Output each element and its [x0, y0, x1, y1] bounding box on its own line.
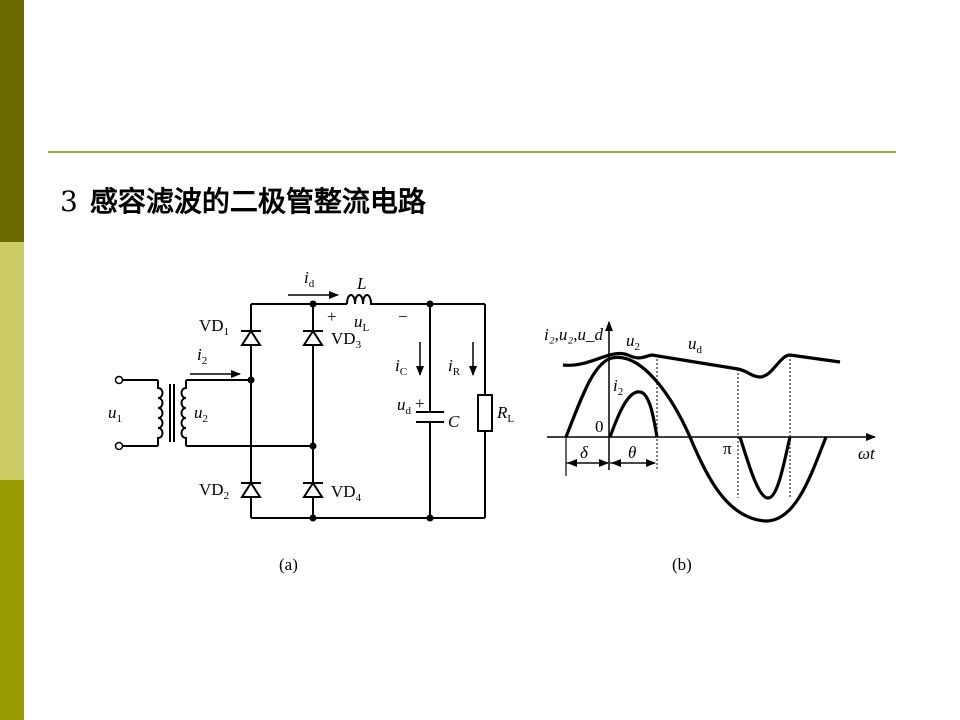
caption-a: (a) — [279, 555, 298, 574]
input-terminal-bottom — [114, 441, 124, 451]
title-divider — [48, 151, 896, 153]
dimension-marks — [565, 437, 656, 476]
capacitor-label: C — [448, 412, 460, 431]
diode-vd4 — [302, 481, 324, 498]
u1-label: u1 — [108, 403, 122, 425]
u2-waveform — [564, 355, 828, 523]
diode-vd3 — [302, 329, 324, 346]
ud-waveform — [562, 351, 841, 379]
diodes — [240, 329, 324, 498]
omega-t-label: ωt — [858, 444, 876, 463]
side-band-olive — [0, 480, 24, 720]
junction-dot — [309, 442, 317, 450]
waveform-labels: i₂,u₂,u_d u2 ud i2 0 δ θ π ωt (b) — [544, 325, 876, 574]
input-terminal-top — [114, 375, 124, 385]
diode-vd2 — [240, 481, 262, 498]
circuit-labels: VD1 VD3 VD2 VD4 id L + uL − i2 u1 u2 iC … — [108, 268, 514, 574]
slide-title: 3 感容滤波的二极管整流电路 — [60, 180, 426, 220]
slide-number: 3 — [60, 185, 78, 218]
i2-curve-label: i2 — [613, 376, 623, 398]
caption-b: (b) — [672, 555, 692, 574]
junction-dot — [426, 300, 434, 308]
i2-pulse-negative — [738, 436, 792, 500]
ic-label: iC — [395, 356, 407, 378]
diode-vd1 — [240, 329, 262, 346]
i2-label: i2 — [197, 345, 207, 367]
rl-label: RL — [496, 403, 514, 425]
junction-dots — [247, 300, 434, 522]
origin-label: 0 — [595, 417, 604, 436]
u2-curve-label: u2 — [626, 331, 640, 353]
ud-label: ud — [397, 395, 412, 417]
delta-label: δ — [580, 443, 589, 462]
vd2-label: VD2 — [199, 480, 229, 502]
junction-dot — [247, 376, 255, 384]
axis-y-label: i₂,u₂,u_d — [544, 325, 604, 344]
waveform-diagram — [547, 321, 876, 523]
inductor-label: L — [356, 274, 366, 293]
ir-label: iR — [448, 356, 461, 378]
pi-label: π — [723, 439, 732, 458]
side-band-dark — [0, 0, 24, 242]
theta-label: θ — [628, 443, 636, 462]
load-resistor — [477, 394, 493, 432]
secondary-coil — [180, 380, 187, 446]
slide-title-text: 感容滤波的二极管整流电路 — [89, 185, 426, 218]
vd1-label: VD1 — [199, 316, 229, 338]
current-arrows — [190, 291, 477, 378]
id-label: id — [304, 268, 315, 290]
ul-label: uL — [354, 312, 370, 334]
junction-dot — [309, 514, 317, 522]
minus-l-label: − — [398, 307, 408, 326]
plus-l-label: + — [327, 307, 337, 326]
junction-dot — [426, 514, 434, 522]
primary-coil — [157, 380, 164, 446]
rectifier-circuit — [121, 294, 493, 519]
side-band-light — [0, 242, 24, 480]
plus-c-label: + — [415, 394, 425, 413]
i2-pulse-positive — [608, 390, 659, 438]
inductor-coil — [346, 294, 375, 305]
vd3-label: VD3 — [331, 329, 362, 351]
ud-curve-label: ud — [688, 334, 703, 356]
vd4-label: VD4 — [331, 482, 362, 504]
guide-lines — [656, 355, 791, 498]
junction-dot — [309, 300, 317, 308]
u2-label: u2 — [194, 403, 208, 425]
